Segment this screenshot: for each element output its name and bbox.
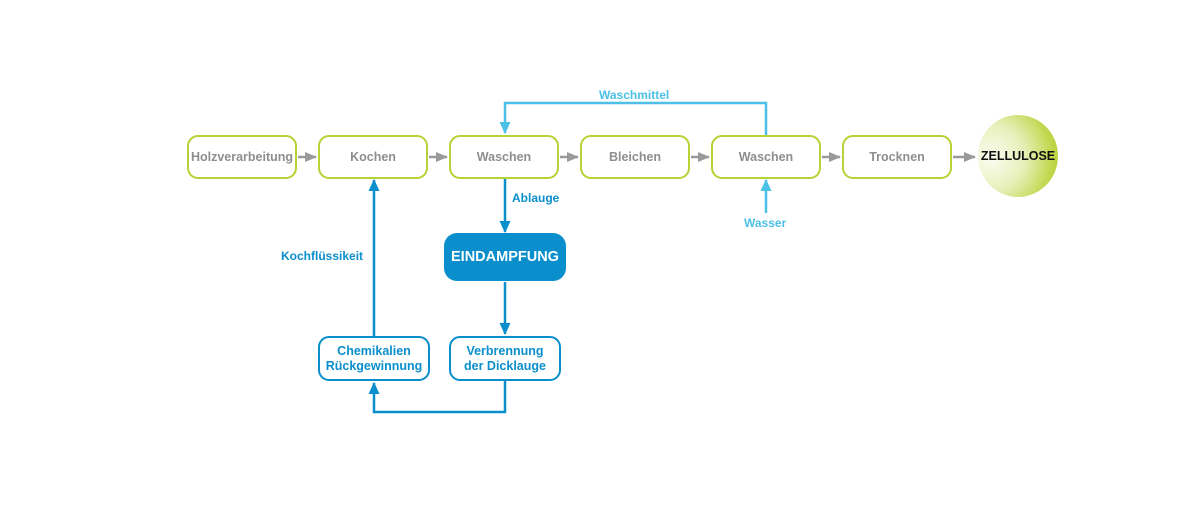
label-kochfluessigkeit: Kochflüssikeit xyxy=(281,249,364,263)
step-bleichen: Bleichen xyxy=(580,135,690,179)
step-waschen-1: Waschen xyxy=(449,135,559,179)
chemikalien-rueckgewinnung-box: Chemikalien Rückgewinnung xyxy=(318,336,430,381)
eindampfung-box: EINDAMPFUNG xyxy=(444,233,566,281)
step-holzverarbeitung: Holzverarbeitung xyxy=(187,135,297,179)
step-trocknen: Trocknen xyxy=(842,135,952,179)
step-kochen: Kochen xyxy=(318,135,428,179)
label-waschmittel: Waschmittel xyxy=(599,88,670,102)
label-wasser: Wasser xyxy=(744,216,787,230)
combustion-to-recovery-arrow xyxy=(368,381,507,414)
verbrennung-box: Verbrennung der Dicklauge xyxy=(449,336,561,381)
step-waschen-2: Waschen xyxy=(711,135,821,179)
waschmittel-loop xyxy=(499,101,768,135)
product-zellulose: ZELLULOSE xyxy=(978,115,1058,197)
label-ablauge: Ablauge xyxy=(512,191,560,205)
